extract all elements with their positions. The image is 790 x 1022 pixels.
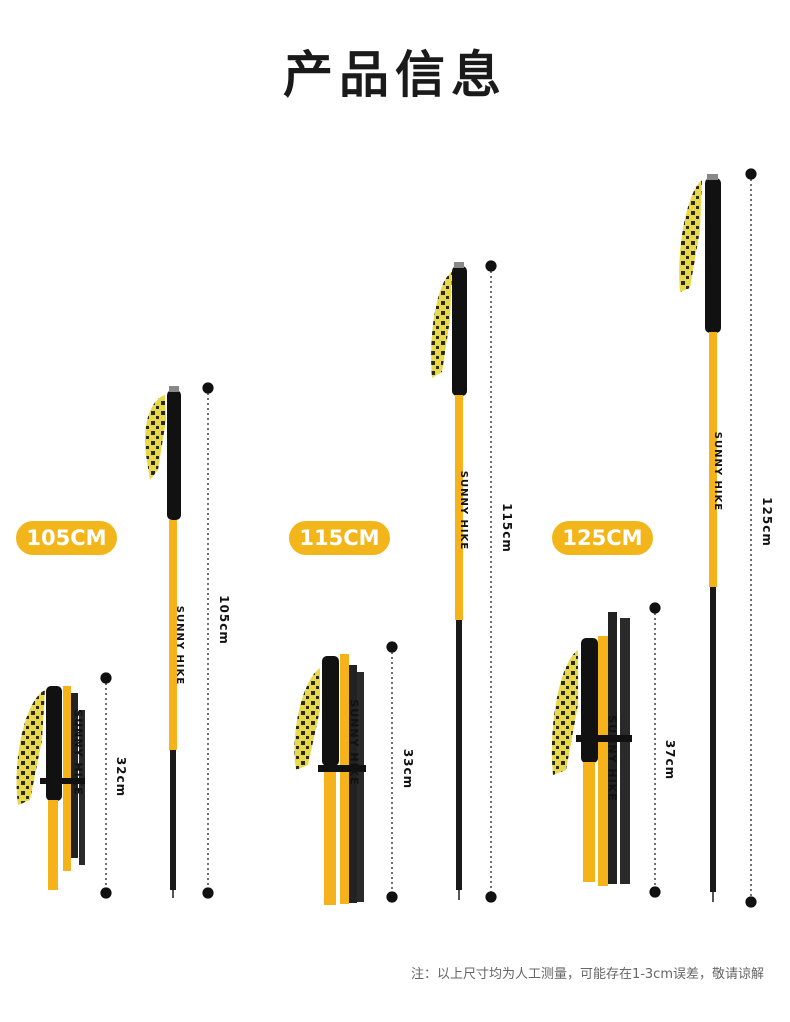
brand-text-105: SUNNY HIKE <box>174 605 186 686</box>
measurement-footnote: 注：以上尺寸均为人工测量，可能存在1-3cm误差，敬请谅解 <box>410 967 764 982</box>
grip <box>167 390 181 520</box>
extended-pole-115 <box>431 262 467 900</box>
length-label-105cm: 105cm <box>216 595 231 645</box>
length-label-125cm: 125cm <box>759 497 774 547</box>
length-label-32cm: 32cm <box>114 756 129 798</box>
dimension-line-125 <box>745 168 757 908</box>
dimension-line-105 <box>202 382 214 899</box>
page-title: 产品信息 <box>283 46 507 104</box>
dimension-line-115 <box>485 260 497 903</box>
size-badge-105: 105CM <box>16 521 117 555</box>
extended-pole-125 <box>679 174 721 902</box>
brand-text-folded-125: SUNNY HIKE <box>605 715 619 802</box>
wrist-strap <box>144 395 166 480</box>
dimension-line-33 <box>386 641 398 903</box>
brand-text-folded-105: SUNNY HIKE <box>71 709 85 796</box>
length-label-33cm: 33cm <box>401 748 416 790</box>
size-badge-125: 125CM <box>552 521 653 555</box>
folded-pole-105 <box>16 686 85 890</box>
extended-pole-105 <box>144 386 181 898</box>
dimension-line-37 <box>649 602 661 898</box>
pole-shaft <box>169 520 177 750</box>
size-badge-115: 115CM <box>289 521 390 555</box>
brand-text-115: SUNNY HIKE <box>458 470 470 551</box>
folded-pole-125 <box>551 612 632 886</box>
brand-text-125: SUNNY HIKE <box>712 431 724 512</box>
dimension-line-32 <box>100 672 112 899</box>
length-label-37cm: 37cm <box>663 739 678 781</box>
brand-text-folded-115: SUNNY HIKE <box>347 699 361 786</box>
folded-pole-115 <box>294 654 366 905</box>
length-label-115cm: 115cm <box>499 503 514 553</box>
